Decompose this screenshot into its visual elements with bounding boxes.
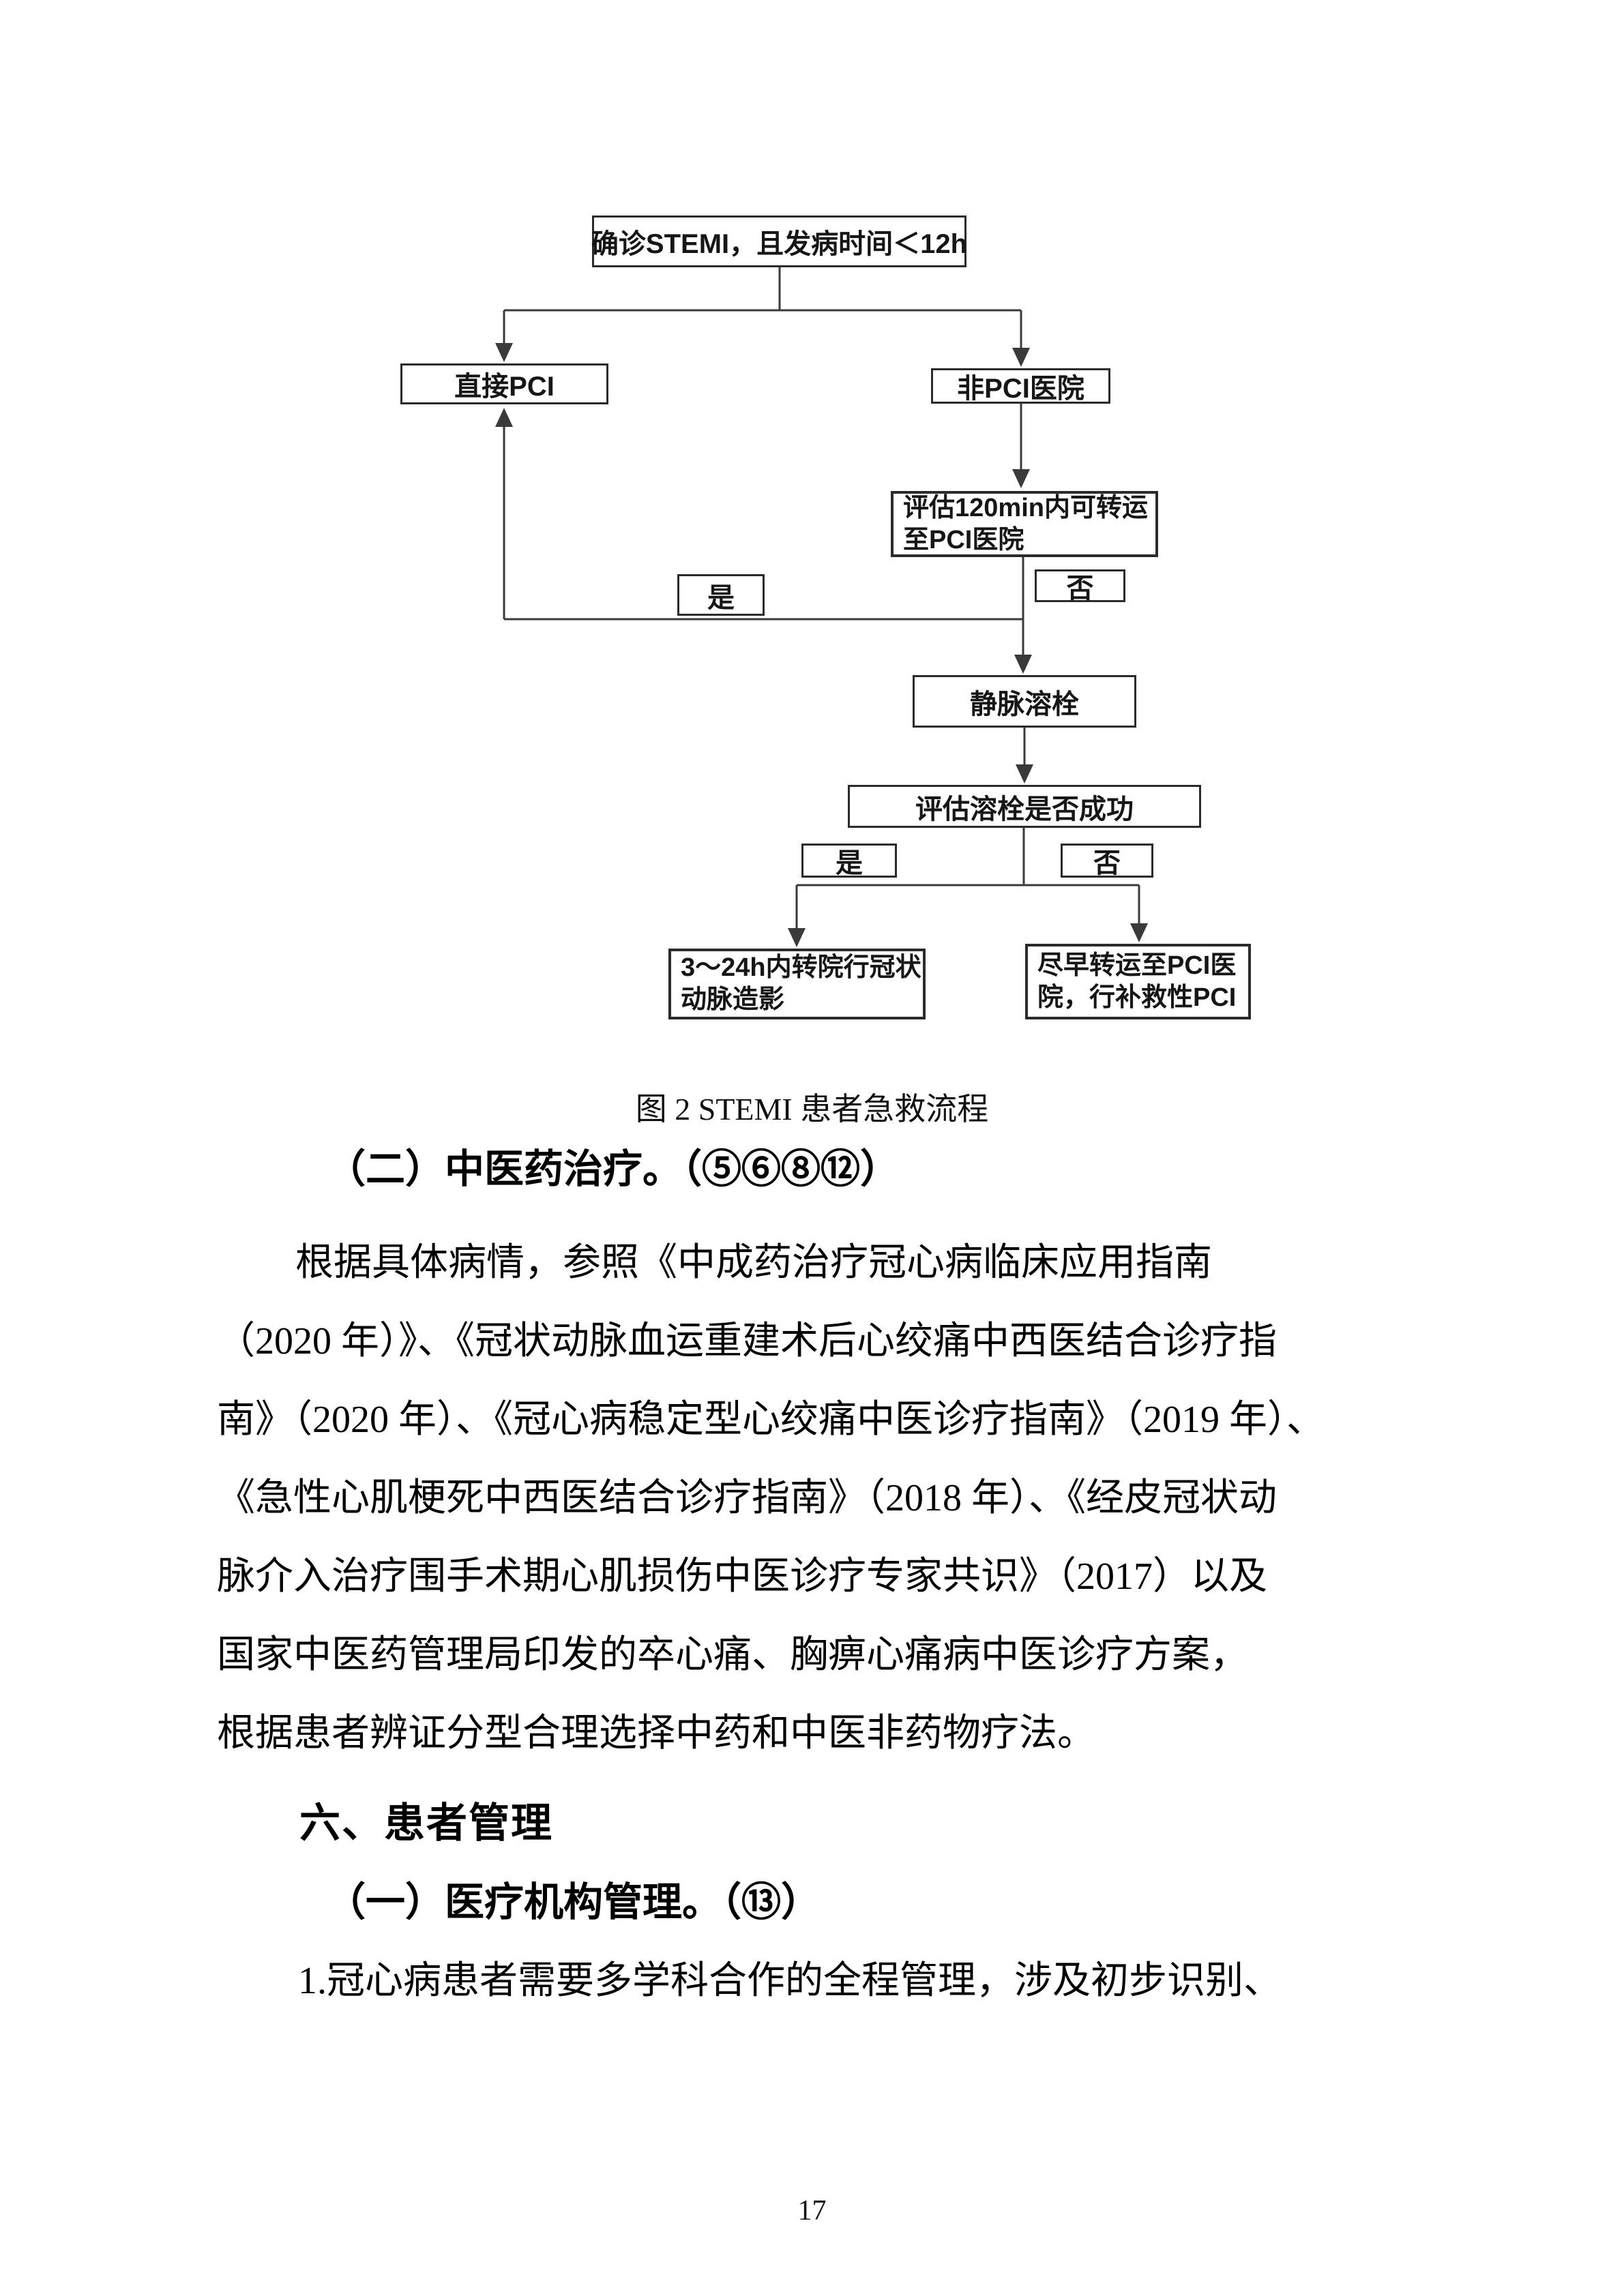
flowchart-label-thrombolysis-no: 否 <box>1061 844 1153 878</box>
flowchart-label-thrombolysis-yes: 是 <box>801 844 897 878</box>
coronary-angiography-line1: 3～24h内转院行冠状 <box>681 953 921 982</box>
tcm-paragraph-line: 脉介入治疗围手术期心肌损伤中医诊疗专家共识》（2017）以及 <box>217 1555 1267 1598</box>
flowchart-node-assess-transfer: 评估120min内可转运 至PCI医院 <box>891 491 1158 557</box>
tcm-paragraph-line: 南》（2020 年）、《冠心病稳定型心绞痛中医诊疗指南》（2019 年）、 <box>217 1399 1325 1441</box>
figure-caption: 图 2 STEMI 患者急救流程 <box>635 1092 989 1127</box>
coronary-angiography-line2: 动脉造影 <box>681 985 785 1014</box>
org-paragraph-line: 1.冠心病患者需要多学科合作的全程管理，涉及初步识别、 <box>298 1960 1282 2002</box>
flowchart-connector-lines <box>495 267 1148 947</box>
flowchart-node-direct-pci: 直接PCI <box>400 363 608 404</box>
tcm-paragraph-line: 《急性心肌梗死中西医结合诊疗指南》（2018 年）、《经皮冠状动 <box>217 1477 1277 1519</box>
assess-transfer-line1: 评估120min内可转运 <box>903 493 1148 522</box>
flowchart-label-transfer-no: 否 <box>1035 569 1125 603</box>
tcm-paragraph-line: 国家中医药管理局印发的卒心痛、胸痹心痛病中医诊疗方案， <box>217 1634 1248 1676</box>
tcm-paragraph-line: （2020 年）》、《冠状动脉血运重建术后心绞痛中西医结合诊疗指 <box>217 1320 1277 1362</box>
flowchart-node-diagnosis: 确诊STEMI，且发病时间＜12h <box>591 215 967 267</box>
flowchart-label-transfer-yes: 是 <box>677 574 765 616</box>
flowchart-node-assess-thrombolysis: 评估溶栓是否成功 <box>848 785 1201 828</box>
flowchart-node-iv-thrombolysis: 静脉溶栓 <box>913 675 1136 728</box>
patient-management-heading: 六、患者管理 <box>299 1800 553 1846</box>
rescue-pci-line2: 院，行补救性PCI <box>1037 983 1237 1012</box>
flowchart-node-coronary-angiography: 3～24h内转院行冠状 动脉造影 <box>668 949 926 1019</box>
medical-institution-heading: （一）医疗机构管理。（⑬） <box>326 1880 821 1924</box>
flowchart-node-non-pci-hospital: 非PCI医院 <box>931 368 1110 404</box>
assess-transfer-line2: 至PCI医院 <box>903 525 1024 554</box>
rescue-pci-line1: 尽早转运至PCI医 <box>1037 951 1237 980</box>
page-number: 17 <box>797 2195 827 2226</box>
flowchart-node-rescue-pci: 尽早转运至PCI医 院，行补救性PCI <box>1025 944 1251 1019</box>
tcm-treatment-heading: （二）中医药治疗。（⑤⑥⑧⑫） <box>326 1147 900 1191</box>
tcm-paragraph-line: 根据具体病情，参照《中成药治疗冠心病临床应用指南 <box>295 1242 1212 1284</box>
tcm-paragraph-line: 根据患者辨证分型合理选择中药和中医非药物疗法。 <box>217 1712 1095 1755</box>
